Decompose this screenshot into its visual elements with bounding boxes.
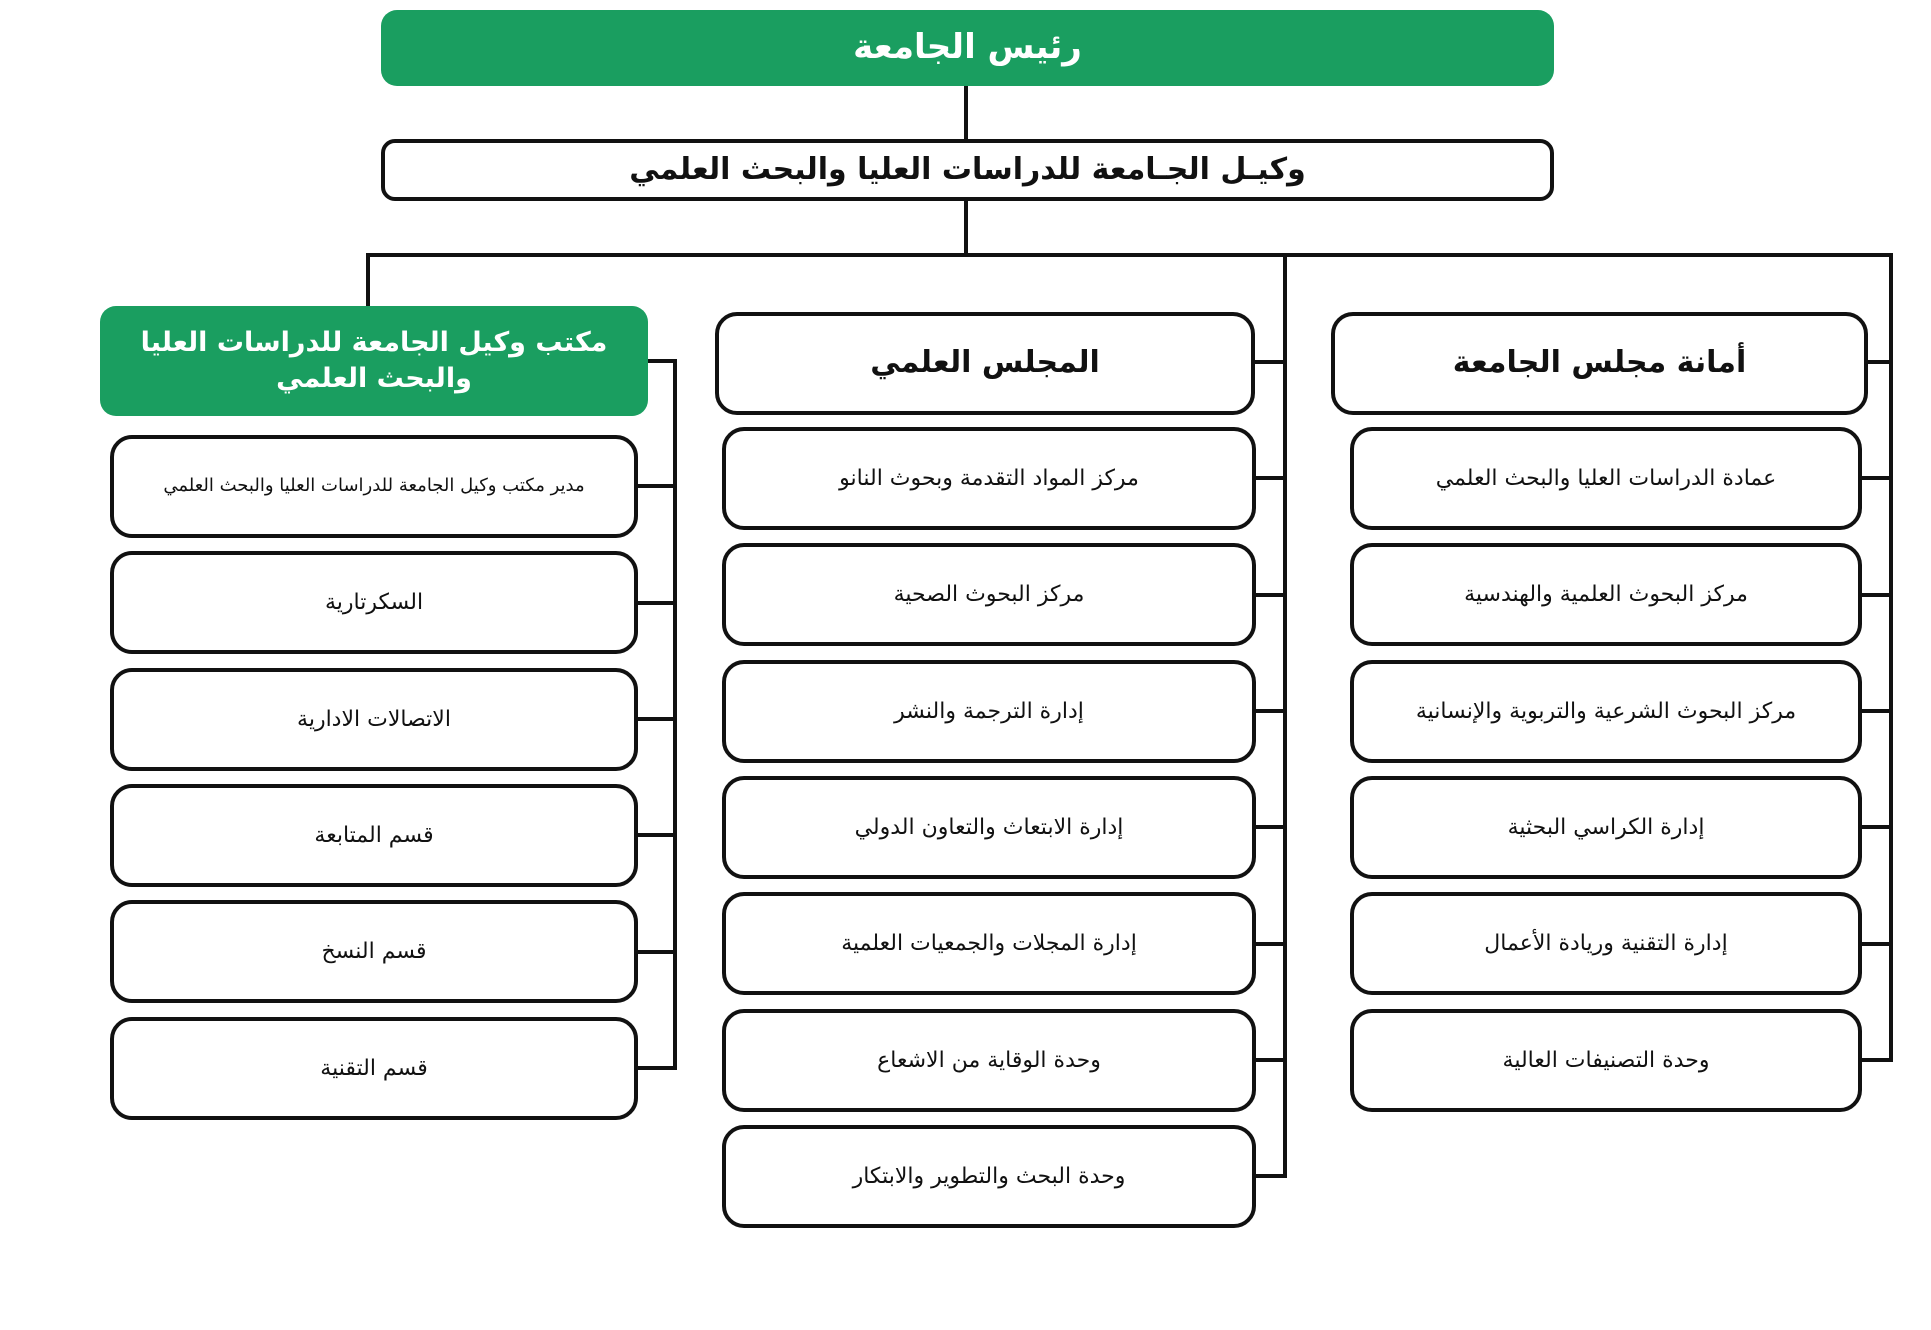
node-copying-department: قسم النسخ [110,900,638,1003]
stub-office-item [634,717,677,721]
node-journals-scientific-societies: إدارة المجلات والجمعيات العلمية [722,892,1256,995]
stub-scientific-item [1252,942,1287,946]
stub-office-header [644,359,677,363]
node-secretariat: السكرتارية [110,551,638,654]
stub-office-item [634,484,677,488]
spine-scientific-council [1283,253,1287,1176]
connector-drop-office [366,253,370,310]
node-rankings-unit: وحدة التصنيفات العالية [1350,1009,1862,1112]
connector-trunk [366,253,1893,257]
node-scholarship-international-cooperation: إدارة الابتعاث والتعاون الدولي [722,776,1256,879]
stub-scientific-item [1252,1058,1287,1062]
stub-secretariat-item [1858,709,1893,713]
node-technology-department: قسم التقنية [110,1017,638,1120]
node-technology-entrepreneurship-administration: إدارة التقنية وريادة الأعمال [1350,892,1862,995]
stub-scientific-item [1252,476,1287,480]
node-research-chairs-administration: إدارة الكراسي البحثية [1350,776,1862,879]
node-office-director: مدير مكتب وكيل الجامعة للدراسات العليا و… [110,435,638,538]
stub-office-item [634,1066,677,1070]
stub-office-item [634,950,677,954]
node-sharia-educational-humanities-research-center: مركز البحوث الشرعية والتربوية والإنسانية [1350,660,1862,763]
stub-scientific-item [1252,709,1287,713]
stub-secretariat-item [1858,1058,1893,1062]
header-scientific-council: المجلس العلمي [715,312,1255,415]
header-office: مكتب وكيل الجامعة للدراسات العليا والبحث… [100,306,648,416]
node-university-president: رئيس الجامعة [381,10,1554,86]
stub-secretariat-item [1858,476,1893,480]
stub-secretariat-item [1858,942,1893,946]
spine-council-secretariat [1889,253,1893,1060]
spine-office [673,361,677,1068]
stub-secretariat-item [1858,825,1893,829]
stub-scientific-item [1252,593,1287,597]
stub-secretariat-item [1858,593,1893,597]
node-scientific-engineering-research-center: مركز البحوث العلمية والهندسية [1350,543,1862,646]
stub-scientific-item [1252,825,1287,829]
node-follow-up-department: قسم المتابعة [110,784,638,887]
stub-scientific-item [1252,1174,1287,1178]
node-research-development-innovation-unit: وحدة البحث والتطوير والابتكار [722,1125,1256,1228]
node-health-research-center: مركز البحوث الصحية [722,543,1256,646]
node-radiation-protection-unit: وحدة الوقاية من الاشعاع [722,1009,1256,1112]
stub-office-item [634,601,677,605]
connector-president-vice [964,85,968,141]
node-graduate-studies-deanship: عمادة الدراسات العليا والبحث العلمي [1350,427,1862,530]
header-council-secretariat: أمانة مجلس الجامعة [1331,312,1868,415]
node-administrative-communications: الاتصالات الادارية [110,668,638,771]
stub-secretariat-header [1864,360,1893,364]
connector-vice-trunk [964,200,968,257]
stub-scientific-header [1251,360,1287,364]
stub-office-item [634,833,677,837]
node-vice-president: وكيـل الجـامعة للدراسات العليا والبحث ال… [381,139,1554,201]
node-advanced-materials-nano-center: مركز المواد التقدمة وبحوث النانو [722,427,1256,530]
node-translation-publishing: إدارة الترجمة والنشر [722,660,1256,763]
